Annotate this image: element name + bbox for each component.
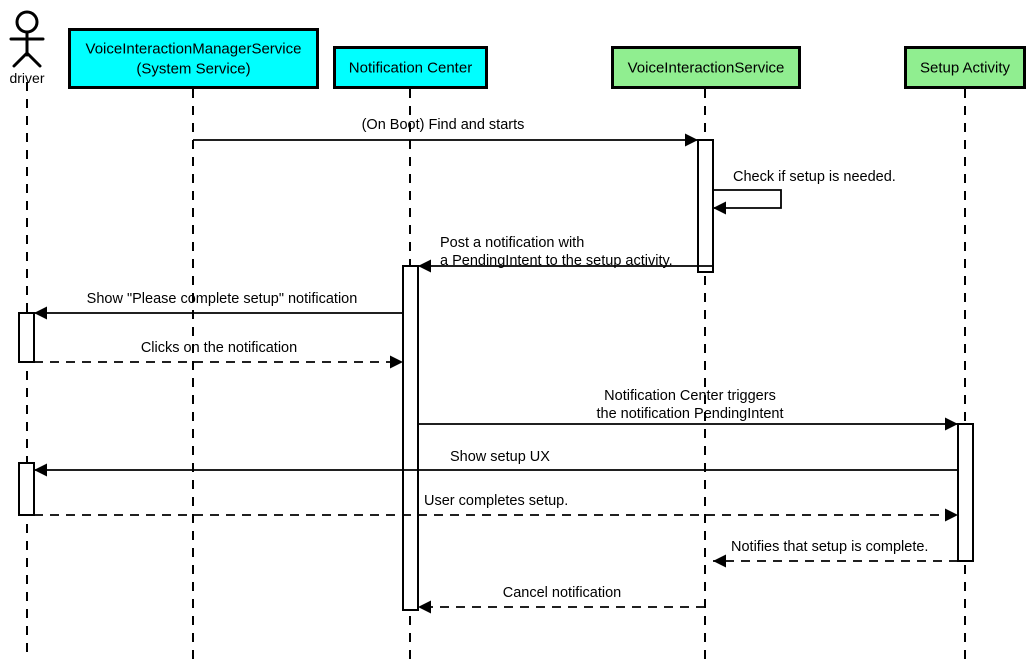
participant-vis[interactable]: VoiceInteractionService	[611, 46, 801, 89]
arrow-head-msg-find-starts	[685, 133, 698, 147]
message-label-msg-notifies-complete: Notifies that setup is complete.	[731, 539, 928, 555]
participant-label-setup_activity: Setup Activity	[920, 59, 1011, 76]
participant-label-driver: driver	[9, 70, 44, 86]
participant-box-setup_activity[interactable]	[904, 46, 1026, 89]
arrow-head-msg-notifies-complete	[713, 554, 726, 568]
participant-label-vims-line1: VoiceInteractionManagerService	[86, 40, 302, 57]
message-msg-trigger-pendingintent[interactable]: Notification Center triggers the notifica…	[418, 388, 958, 431]
participant-driver[interactable]: driver	[9, 10, 45, 86]
lifelines-group	[26, 82, 966, 660]
message-label-msg-trigger-pendingintent-line2: the notification PendingIntent	[596, 406, 783, 422]
arrow-head-msg-post-notification	[418, 259, 431, 273]
actor-head-icon	[15, 10, 39, 34]
arrow-head-msg-show-notification	[34, 306, 47, 320]
message-msg-find-starts[interactable]: (On Boot) Find and starts	[193, 117, 698, 147]
participant-vims[interactable]: VoiceInteractionManagerService (System Se…	[68, 28, 319, 89]
message-label-msg-find-starts: (On Boot) Find and starts	[362, 117, 525, 133]
message-msg-cancel-notification[interactable]: Cancel notification	[418, 585, 705, 614]
participant-setup_activity[interactable]: Setup Activity	[904, 46, 1026, 89]
message-msg-clicks-notification[interactable]: Clicks on the notification	[34, 340, 403, 369]
message-msg-notifies-complete[interactable]: Notifies that setup is complete.	[713, 539, 958, 568]
participant-notification_center[interactable]: Notification Center	[333, 46, 488, 89]
participant-box-vims[interactable]	[68, 28, 319, 89]
participant-label-notification_center: Notification Center	[349, 59, 472, 76]
message-label-msg-trigger-pendingintent-line1: Notification Center triggers	[604, 388, 776, 404]
actor-leg-right-icon	[25, 51, 42, 68]
message-msg-check-setup[interactable]: Check if setup is needed.	[713, 169, 896, 215]
arrow-head-msg-user-completes-setup	[945, 508, 958, 522]
message-msg-show-notification[interactable]: Show "Please complete setup" notificatio…	[34, 291, 403, 320]
activation-bars-group	[18, 139, 974, 611]
message-label-msg-check-setup: Check if setup is needed.	[733, 169, 896, 185]
activation-bar-notification_center	[402, 265, 419, 611]
arrow-head-msg-cancel-notification	[418, 600, 431, 614]
activation-bar-setup_activity	[957, 423, 974, 562]
message-msg-post-notification[interactable]: Post a notification with a PendingIntent …	[418, 235, 713, 273]
participant-box-vis[interactable]	[611, 46, 801, 89]
participant-label-vims-line2: (System Service)	[136, 60, 250, 77]
arrow-head-msg-trigger-pendingintent	[945, 417, 958, 431]
arrow-head-msg-check-setup	[713, 201, 726, 215]
message-label-msg-post-notification-line2: a PendingIntent to the setup activity.	[440, 253, 673, 269]
activation-bar-vis	[697, 139, 714, 273]
activation-bar-driver	[18, 462, 35, 516]
message-path-msg-check-setup	[713, 189, 782, 209]
actor-leg-left-icon	[12, 51, 29, 68]
participant-box-notification_center[interactable]	[333, 46, 488, 89]
participants-group: driver VoiceInteractionManagerService (Sys…	[9, 10, 1026, 89]
message-label-msg-cancel-notification: Cancel notification	[503, 585, 622, 601]
message-msg-user-completes-setup[interactable]: User completes setup.	[34, 493, 958, 522]
message-label-msg-clicks-notification: Clicks on the notification	[141, 340, 297, 356]
message-label-msg-post-notification-line1: Post a notification with	[440, 235, 584, 251]
message-msg-show-setup-ux[interactable]: Show setup UX	[34, 449, 958, 477]
arrow-head-msg-clicks-notification	[390, 355, 403, 369]
activation-bar-driver	[18, 312, 35, 363]
arrow-head-msg-show-setup-ux	[34, 463, 47, 477]
message-label-msg-show-notification: Show "Please complete setup" notificatio…	[87, 291, 358, 307]
message-label-msg-show-setup-ux: Show setup UX	[450, 449, 550, 465]
participant-label-vis: VoiceInteractionService	[628, 59, 785, 76]
message-label-msg-user-completes-setup: User completes setup.	[424, 493, 568, 509]
